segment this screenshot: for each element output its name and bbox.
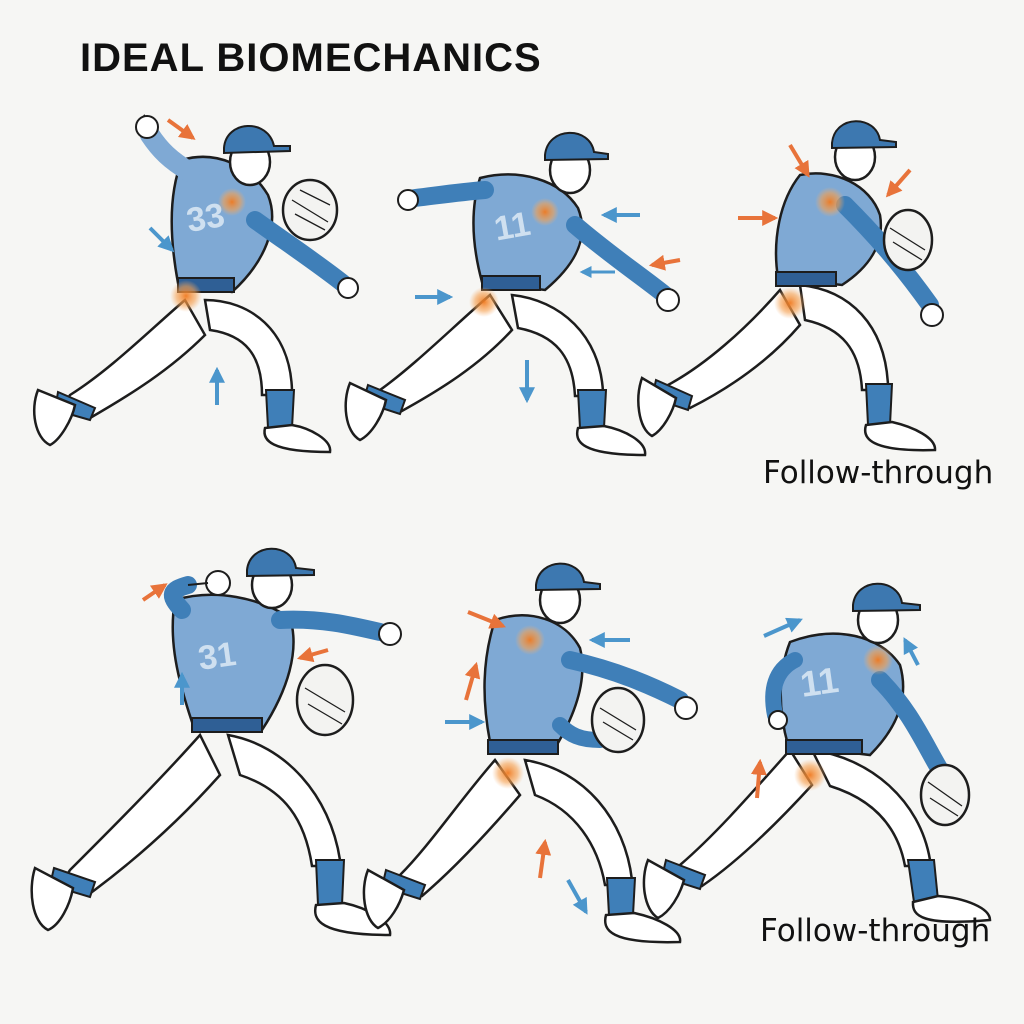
- force-arrow-icon: [535, 838, 552, 879]
- glove-icon: [281, 178, 339, 242]
- cap-icon: [852, 582, 921, 613]
- force-arrow-icon: [750, 758, 767, 799]
- cap-icon: [223, 125, 291, 155]
- pitcher-phase-3: [637, 120, 944, 452]
- svg-text:11: 11: [798, 659, 841, 705]
- svg-text:31: 31: [196, 635, 239, 678]
- shoulder-joint-marker: [815, 187, 845, 217]
- cleat-icon: [263, 423, 332, 454]
- hip-joint-marker: [170, 280, 202, 312]
- glove-icon: [919, 763, 971, 827]
- force-arrow-icon: [166, 118, 196, 140]
- shoulder-joint-marker: [531, 198, 559, 226]
- force-arrow-icon: [903, 637, 920, 666]
- follow-through-caption-row2: Follow-through: [760, 913, 991, 949]
- cleat-icon: [863, 420, 937, 452]
- pitcher-phase-1: 33: [32, 114, 359, 454]
- page-title: IDEAL BIOMECHANICS: [80, 36, 542, 80]
- shoulder-joint-marker: [863, 645, 893, 675]
- svg-text:11: 11: [491, 205, 533, 249]
- cap-icon: [831, 120, 897, 150]
- ball-icon: [205, 570, 231, 596]
- hip-joint-marker: [492, 757, 524, 789]
- cleat-icon: [32, 388, 77, 447]
- cleat-icon: [642, 858, 686, 920]
- cap-icon: [535, 562, 601, 592]
- force-arrow-icon: [566, 879, 588, 915]
- pitcher-phase-4: 31: [30, 547, 402, 937]
- cleat-icon: [30, 866, 75, 932]
- hip-joint-marker: [469, 287, 499, 317]
- cleat-icon: [603, 911, 682, 944]
- ball-icon: [397, 189, 419, 211]
- ball-icon: [135, 115, 159, 139]
- force-arrow-icon: [464, 661, 481, 701]
- force-arrow-icon: [885, 168, 912, 198]
- pitcher-phase-5: [362, 562, 698, 944]
- cleat-icon: [362, 868, 406, 930]
- cap-icon: [544, 131, 609, 162]
- shoulder-joint-marker: [515, 625, 545, 655]
- pitcher-phase-6: 11: [642, 582, 992, 924]
- cap-icon: [246, 547, 315, 578]
- cleat-icon: [575, 424, 647, 457]
- follow-through-caption-row1: Follow-through: [763, 455, 994, 491]
- hip-joint-marker: [794, 759, 826, 791]
- force-arrow-icon: [296, 646, 329, 663]
- force-arrow-icon: [141, 583, 168, 602]
- force-arrow-icon: [788, 143, 810, 178]
- shoulder-joint-marker: [218, 188, 246, 216]
- glove-icon: [590, 686, 646, 754]
- pitcher-phase-2: 11: [344, 131, 681, 457]
- hip-joint-marker: [774, 287, 806, 319]
- cleat-icon: [344, 381, 388, 442]
- cleat-icon: [637, 376, 678, 438]
- force-arrow-icon: [148, 226, 175, 253]
- force-arrow-icon: [763, 617, 803, 638]
- cleat-icon: [911, 894, 992, 924]
- force-arrow-icon: [467, 610, 506, 629]
- force-arrow-icon: [648, 254, 681, 271]
- cleat-icon: [313, 901, 392, 937]
